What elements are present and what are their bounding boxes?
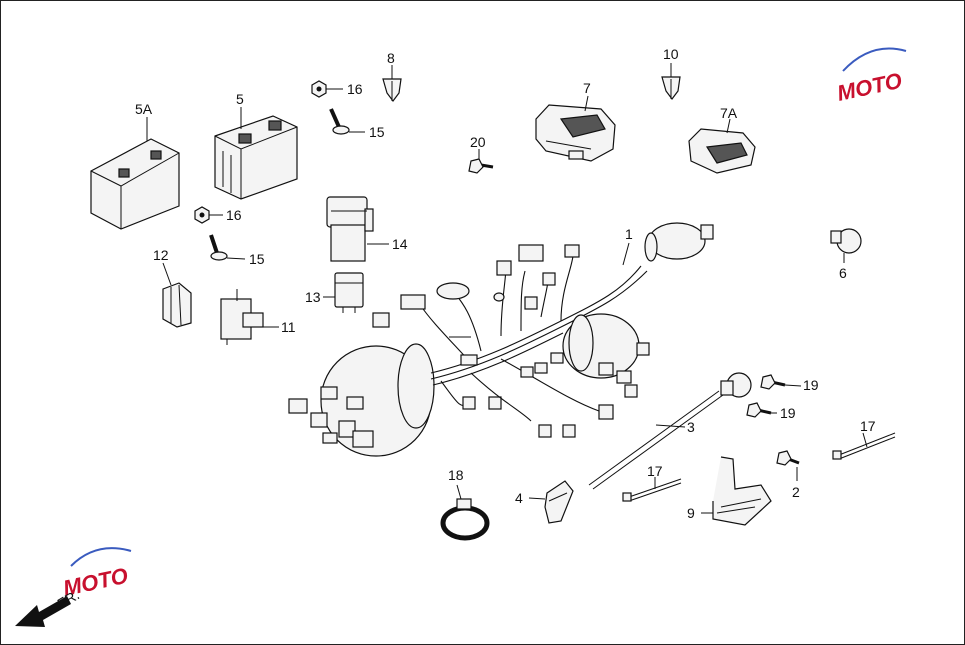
wiring-harness-1: [288, 222, 714, 457]
part-6: [830, 228, 862, 254]
bracket-11: [220, 289, 264, 345]
spark-plug-cap-4: [544, 480, 574, 524]
callout-11: 11: [281, 319, 296, 335]
callout-8: 8: [387, 50, 395, 66]
bracket-9: [712, 456, 772, 526]
callout-16-bottom: 16: [226, 207, 242, 223]
callout-1: 1: [625, 226, 633, 242]
clip-10: [661, 76, 681, 100]
callout-18: 18: [448, 467, 464, 483]
callout-15-top: 15: [369, 124, 385, 140]
callout-12: 12: [153, 247, 169, 263]
regulator-7a: [688, 128, 756, 174]
callout-17-right: 17: [860, 418, 876, 434]
cable-tie-17-right: [832, 432, 896, 460]
callout-19-top: 19: [803, 377, 819, 393]
sensor-cable-3: [588, 372, 752, 490]
callout-15-bottom: 15: [249, 251, 265, 267]
relay-14: [326, 196, 374, 262]
callout-20: 20: [470, 134, 486, 150]
callout-13: 13: [305, 289, 321, 305]
callout-14: 14: [392, 236, 408, 252]
watermark-top: MOTO: [835, 47, 907, 106]
screw-19-bottom: [746, 402, 772, 418]
watermark-text: MOTO: [835, 68, 904, 106]
nut-16-top: [311, 80, 327, 98]
bolt-15-top: [329, 108, 350, 135]
screw-19-top: [760, 374, 786, 390]
nut-16-bottom: [194, 206, 210, 224]
callout-17-left: 17: [647, 463, 663, 479]
screw-2: [776, 450, 800, 466]
callout-4: 4: [515, 490, 523, 506]
battery-5: [214, 115, 298, 200]
callout-3: 3: [687, 419, 695, 435]
battery-5a: [90, 138, 180, 230]
cable-tie-17-left: [622, 478, 682, 502]
callout-5a: 5A: [135, 101, 153, 117]
regulator-7: [535, 104, 616, 162]
front-direction-arrow: FR.: [15, 586, 82, 627]
clip-8: [382, 78, 402, 102]
callout-19-bottom: 19: [780, 405, 796, 421]
callout-5: 5: [236, 91, 244, 107]
hose-clamp-18: [440, 498, 490, 541]
callout-9: 9: [687, 505, 695, 521]
callout-10: 10: [663, 46, 679, 62]
relay-13: [334, 272, 364, 313]
bolt-15-bottom: [209, 234, 228, 261]
part-12: [162, 282, 192, 328]
callout-16-top: 16: [347, 81, 363, 97]
callout-7: 7: [583, 80, 591, 96]
callout-7a: 7A: [720, 105, 738, 121]
callout-2: 2: [792, 484, 800, 500]
callout-6: 6: [839, 265, 847, 281]
screw-20: [468, 158, 494, 174]
